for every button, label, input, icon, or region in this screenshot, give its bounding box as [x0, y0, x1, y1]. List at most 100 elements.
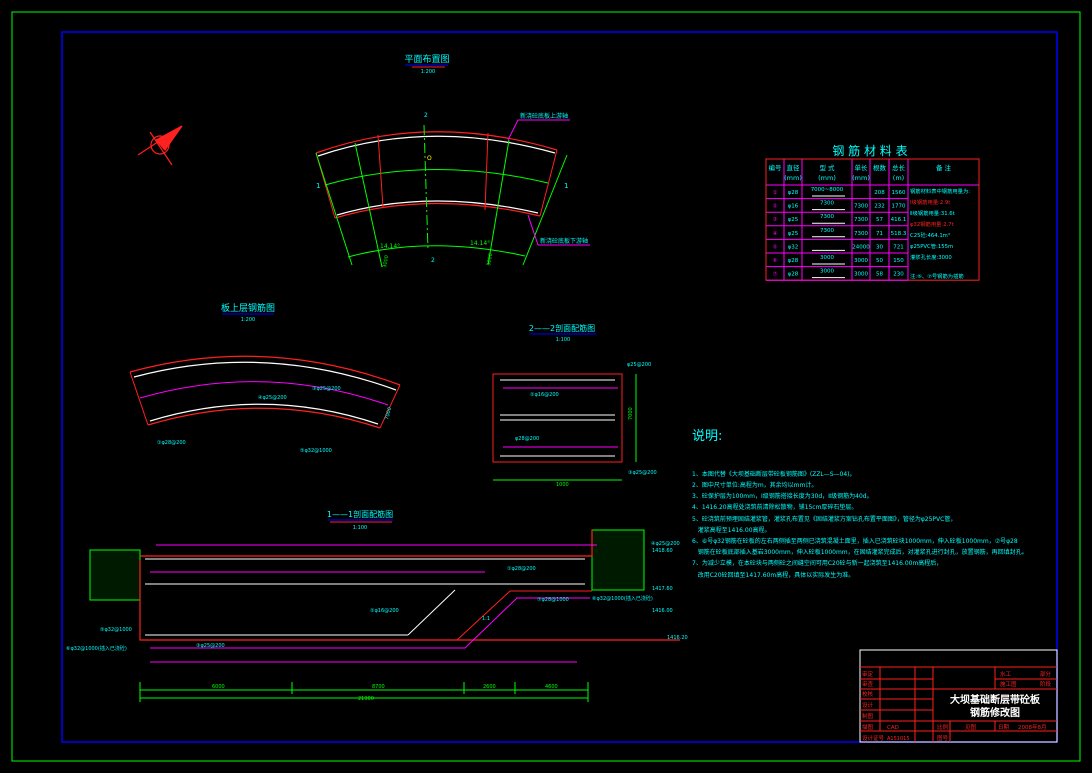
section11-center: 1:1 [482, 616, 490, 622]
table-cell-count: 58 [876, 272, 883, 278]
table-cell-count: 208 [874, 190, 885, 196]
table-cell-total: 230 [893, 272, 904, 278]
table-cell-dia: φ32 [788, 244, 799, 250]
note-item: 4、1416.20高程处浇筑前清除松散物，铺15cm厚碎石垫层。 [692, 504, 858, 512]
section-mark-left: 1 [316, 182, 320, 190]
section-mark-bottom: 2 [431, 257, 435, 264]
date-label: 日期 [998, 724, 1010, 731]
table-header: (m) [893, 174, 904, 182]
table-cell-len: 3000 [854, 272, 868, 278]
section11-scale: 1:100 [353, 525, 367, 531]
table-header: (mm) [818, 174, 836, 182]
plan-annotation-bottom: 新浇砼底板下游轴 [540, 237, 588, 245]
section11-label: ④φ25@200 [651, 541, 680, 547]
table-cell-len: 7300 [854, 217, 868, 223]
scale-value: 见图 [965, 723, 977, 731]
table-cell-count: 30 [876, 244, 883, 250]
table-remark: Ⅰ级钢筋用量:2.9t [910, 198, 950, 206]
drawing-title-line1: 大坝基础断层带砼板 [950, 693, 1041, 706]
table-cell-dia: φ28 [788, 272, 799, 278]
plan-title: 平面布置图 [404, 53, 449, 65]
table-remark: Ⅱ级钢筋用量:31.6t [910, 209, 955, 217]
table-cell-total: 1770 [892, 204, 906, 210]
table-cell-shape: 7300 [820, 201, 834, 207]
outer-frame [11, 11, 1081, 762]
note-item: 灌浆高程至1416.00高程。 [692, 526, 771, 534]
table-cell-no: ⑤ [773, 244, 778, 250]
section11-dim: 4600 [545, 684, 558, 690]
plan-view: 平面布置图 1:200 2 2 1 1 O 新浇砼底板上游轴 新浇砼底板下游轴 … [315, 53, 590, 269]
north-arrow-icon [137, 125, 183, 166]
notes: 说明: 1、本图代替《大坝基础断层带砼板钢筋图》(ZZL—S—04)。2、图中尺… [692, 406, 1048, 592]
table-cell-total: 1560 [892, 190, 906, 196]
section11-label: ①φ28@200 [507, 566, 536, 572]
table-remark: C25砼:464.1m³ [910, 231, 950, 239]
stage: 施工图 [1000, 680, 1017, 688]
drawing-title-line2: 钢筋修改图 [970, 706, 1020, 719]
table-header: 直径 [787, 163, 801, 172]
section11-label: ⑦φ28@1000 [537, 597, 569, 603]
elevation-mark: 1416.00 [652, 608, 673, 614]
table-cell-count: 50 [876, 258, 883, 264]
discipline-suffix: 部分 [1040, 670, 1052, 678]
table-remark: φ32钢筋用量:2.7t [910, 220, 954, 228]
inner-border [61, 31, 1058, 743]
table-cell-dia: φ16 [788, 204, 799, 210]
section22-title: 2——2剖面配筋图 [529, 323, 595, 333]
role-label: 审查 [862, 680, 874, 688]
material-table: 钢 筋 材 料 表 编号直径(mm)型 式(mm)单长(mm)根数总长(m)备 … [765, 143, 980, 281]
section-1-1: 1——1剖面配筋图 1:100 6000 8700 2600 4600 2190… [66, 509, 688, 702]
section22-label: ②φ16@200 [530, 392, 559, 398]
table-remark: 灌浆孔长度:3000 [910, 253, 952, 261]
top-rebar-title: 板上层钢筋图 [221, 302, 275, 314]
elevation-mark: 1416.20 [667, 635, 688, 641]
table-cell-no: ③ [773, 217, 778, 223]
table-header: 根数 [873, 163, 887, 172]
top-rebar-plan: 板上层钢筋图 1:200 ④φ25@200 ③φ25@200 ①φ28@200 … [129, 302, 401, 454]
table-cell-total: 150 [893, 258, 904, 264]
section11-label: ⑥φ32@1000(插入已浇砼) [592, 595, 653, 602]
role-label: 校核 [862, 690, 874, 698]
top-rebar-label-1: ④φ25@200 [258, 395, 287, 401]
table-cell-dia: φ28 [788, 258, 799, 264]
discipline: 水工 [1000, 670, 1012, 678]
note-item: 5、砼浇筑前预埋固结灌浆管，灌浆孔布置见《固结灌浆方案钻孔布置平面图》，管径为φ… [692, 515, 957, 523]
table-header: 编号 [769, 163, 783, 172]
plan-scale: 1:200 [421, 69, 435, 75]
table-cell-total: 721 [893, 244, 904, 250]
section-mark-right: 1 [564, 182, 568, 190]
table-header: 型 式 [819, 163, 835, 172]
drawer-name: CAD [887, 725, 899, 731]
role-label: 制图 [862, 712, 874, 720]
table-cell-shape: 7300 [820, 214, 834, 220]
date-value: 2008年8月 [1018, 723, 1047, 731]
note-item: 6、⑥号φ32钢筋在砼板的左右两侧插至两侧已浇筑混凝土面里，插入已浇筑砼块100… [692, 538, 1018, 546]
top-rebar-label-2: ③φ25@200 [312, 386, 341, 392]
section11-label: ②φ16@200 [370, 608, 399, 614]
table-remark: φ25PVC管:155m [910, 242, 953, 250]
table-cell-no: ① [773, 190, 778, 196]
top-rebar-label-4: ⑤φ32@1000 [300, 448, 332, 454]
table-remark: 注:⑥、⑦号钢筋为插筋 [910, 272, 964, 280]
section11-label: ③φ25@200 [196, 643, 225, 649]
top-rebar-dim: 7000 [384, 407, 393, 421]
elevation-mark: 1417.60 [652, 586, 673, 592]
note-item: 改用C20砼回填至1417.60m高程，具体以实际发生为准。 [692, 571, 855, 579]
table-cell-len: 7300 [854, 204, 868, 210]
note-item: 钢筋在砼板底部插入基岩3000mm，伸入砼板1000mm，在固结灌浆完成后，对灌… [692, 549, 1028, 557]
table-cell-count: 71 [876, 231, 883, 237]
role-label: 审定 [862, 670, 874, 678]
rock-right [591, 529, 645, 591]
table-cell-len: 24000 [852, 244, 870, 250]
top-rebar-scale: 1:200 [241, 317, 255, 323]
title-block: 审定 审查 校核 设计 制图 描图 CAD 设计证号 A151015 比例 见图… [859, 649, 1058, 743]
table-title: 钢 筋 材 料 表 [832, 143, 907, 158]
table-cell-shape: 7000~8000 [811, 187, 844, 193]
stage-suffix: 阶段 [1040, 680, 1052, 688]
section22-label: φ25@200 [627, 362, 651, 368]
section22-scale: 1:100 [556, 337, 570, 343]
plan-angle-right: 14.14° [470, 240, 490, 247]
plan-dim-left: 3000 [382, 255, 390, 269]
table-header: 单长 [855, 163, 869, 172]
